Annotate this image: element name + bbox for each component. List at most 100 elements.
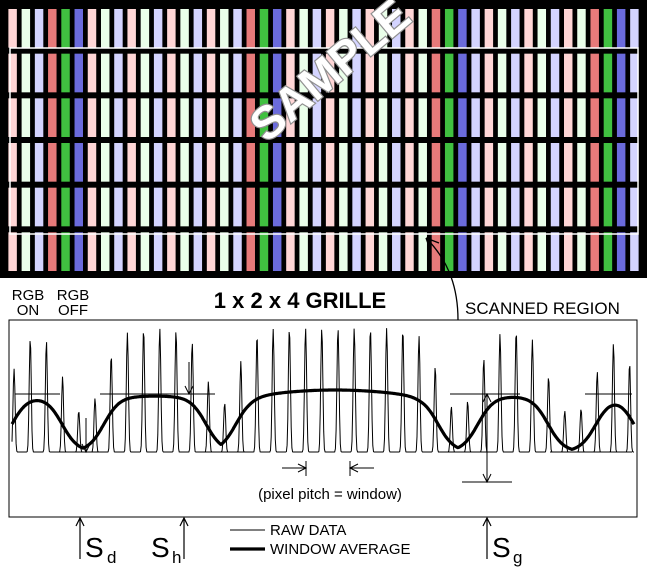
grille-cell (577, 98, 586, 137)
grille-cell (21, 187, 31, 227)
grille-cell (524, 98, 533, 137)
grille-cell (100, 98, 110, 137)
grille-cell (206, 53, 216, 93)
grille-cell (127, 9, 136, 48)
rgb-on-line2: ON (17, 302, 40, 319)
grille-cell (392, 53, 401, 93)
grille-cell (21, 98, 31, 137)
grille-cell (365, 143, 375, 182)
grille-cell (590, 187, 599, 227)
grille-cell (286, 98, 295, 137)
grille-cell (34, 53, 44, 93)
grille-cell (378, 53, 388, 93)
grille-cell (511, 232, 520, 271)
grille-cell (74, 187, 83, 227)
rgb-off-line2: OFF (58, 302, 88, 319)
grille-cell (312, 9, 322, 48)
grille-cell (325, 98, 335, 137)
grille-cell (206, 143, 216, 182)
grille-cell (616, 187, 626, 227)
grille-cell (365, 187, 375, 227)
grille-cell (87, 98, 97, 137)
grille-cell (48, 143, 57, 182)
grille-cell (458, 187, 467, 227)
grille-cell (564, 187, 573, 227)
pixel-pitch-label: (pixel pitch = window) (258, 486, 402, 503)
scanned-region-pointer (425, 237, 459, 321)
grille-cell (431, 9, 441, 48)
grille-cell (127, 143, 136, 182)
grille-cell (299, 98, 308, 137)
grille-cell (87, 143, 97, 182)
grille-cell (497, 53, 507, 93)
grille-cell (246, 143, 255, 182)
grille-cell (220, 232, 229, 271)
grille-cell (524, 53, 533, 93)
pixel-pitch-markers (282, 461, 374, 476)
grille-cell (431, 187, 441, 227)
scanned-region-frame (9, 47, 639, 235)
grille-cell (458, 53, 467, 93)
grille-cell (471, 53, 480, 93)
grille-cell (418, 232, 427, 271)
grille-cell (590, 53, 599, 93)
grille-cell (34, 98, 44, 137)
grille-cell (167, 9, 176, 48)
grille-cell (392, 187, 401, 227)
grille-cell (537, 143, 547, 182)
grille-cell (312, 53, 322, 93)
grille-cell (74, 232, 83, 271)
grille-cell (444, 53, 454, 93)
grille-cell (220, 53, 229, 93)
grille-cell (352, 187, 361, 227)
grille-cell (34, 9, 44, 48)
grille-cell (206, 98, 216, 137)
grille-cell (577, 187, 586, 227)
grille-cell (444, 232, 454, 271)
grille-cell (630, 9, 639, 48)
grille-cell (206, 187, 216, 227)
sd-marker: S d (75, 516, 116, 567)
grille-cell (100, 9, 110, 48)
grille-cell (299, 9, 308, 48)
grille-cell (286, 53, 295, 93)
grille-cell (325, 53, 335, 93)
grille-cell (233, 98, 242, 137)
legend-raw-label: RAW DATA (270, 522, 346, 539)
grille-cell (444, 98, 454, 137)
grille-cell (87, 232, 97, 271)
grille-cell (378, 232, 388, 271)
sh-marker: S h (151, 516, 189, 567)
grille-cell (471, 98, 480, 137)
grille-cell (259, 53, 269, 93)
grille-cell (299, 187, 308, 227)
grille-cell (537, 98, 547, 137)
grille-cell (511, 9, 520, 48)
grille-cell (100, 53, 110, 93)
grille-cell (21, 143, 31, 182)
grille-cell (153, 187, 163, 227)
grille-cell (378, 143, 388, 182)
grille-cell (630, 187, 639, 227)
rgb-on-line1: RGB (12, 287, 45, 304)
grille-cell (458, 143, 467, 182)
grille-cell (378, 98, 388, 137)
grille-cell (140, 53, 150, 93)
grille-cell (511, 53, 520, 93)
sg-subscript: g (513, 548, 522, 567)
grille-cell (48, 9, 57, 48)
grille-cell (8, 187, 17, 227)
level-lines (15, 393, 632, 483)
grille-cell (352, 232, 361, 271)
grille-cell (325, 9, 335, 48)
grille-cell (484, 9, 494, 48)
grille-cell (220, 187, 229, 227)
grille-cell (8, 143, 17, 182)
grille-cell (405, 53, 414, 93)
grille-cell (511, 98, 520, 137)
grille-cell (272, 232, 282, 271)
grille-cell (444, 143, 454, 182)
grille-cell (127, 187, 136, 227)
grille-cell (140, 143, 150, 182)
grille-cell (272, 53, 282, 93)
